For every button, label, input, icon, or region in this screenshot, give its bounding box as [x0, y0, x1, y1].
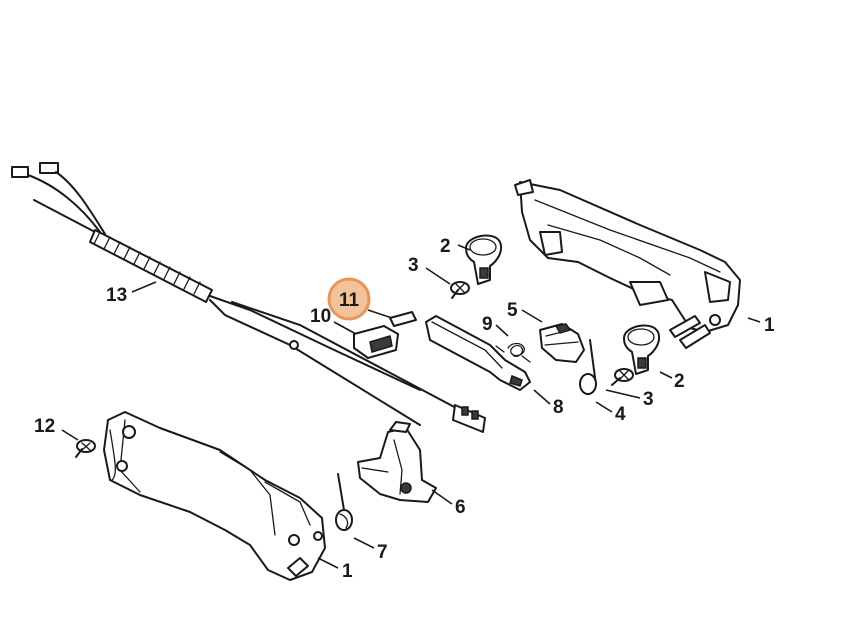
leader-6	[431, 489, 453, 505]
leader-12	[61, 429, 79, 441]
part-3-screw-lower	[611, 368, 634, 386]
callout-2-upper: 2	[440, 236, 451, 257]
leader-9	[495, 324, 509, 337]
callout-2-lower: 2	[674, 371, 685, 392]
harness-end-connector	[452, 404, 486, 433]
part-10-lockout-lever	[353, 325, 399, 359]
leader-2-upper	[457, 244, 471, 251]
part-4-spring-clip	[579, 339, 597, 395]
part-2-clamp-upper	[465, 234, 502, 285]
leader-3-lower	[605, 389, 641, 399]
callout-12: 12	[34, 416, 55, 437]
callout-4: 4	[615, 404, 626, 425]
callout-13: 13	[106, 285, 127, 306]
part-8-throttle-lever	[425, 315, 531, 391]
leader-7	[353, 537, 375, 549]
callout-1-upper: 1	[764, 315, 775, 336]
harness-connector-a	[11, 166, 29, 178]
callout-3-lower: 3	[643, 389, 654, 410]
callout-8: 8	[553, 397, 564, 418]
part-13-wiring-harness	[11, 162, 486, 433]
harness-spring-sleeve	[89, 229, 213, 303]
leader-1-lower	[317, 557, 339, 569]
leader-3-upper	[425, 267, 451, 285]
leader-11	[367, 309, 393, 319]
part-5-switch	[539, 323, 585, 363]
callout-labels: 1 1 2 2 3 3 4 5 6 7 8 9 10 12 13	[34, 236, 775, 582]
leader-5	[521, 309, 543, 323]
part-3-screw-upper	[450, 281, 470, 299]
leader-4	[595, 401, 613, 413]
part-7-spring	[335, 473, 353, 531]
leader-lines	[61, 244, 761, 569]
leader-8	[533, 389, 551, 405]
callout-7: 7	[377, 542, 388, 563]
highlight-badge-11[interactable]: 11	[327, 277, 371, 321]
callout-9: 9	[482, 314, 493, 335]
callout-6: 6	[455, 497, 466, 518]
callout-1-lower: 1	[342, 561, 353, 582]
part-11-leaf-spring	[389, 311, 417, 327]
part-6-bracket	[357, 421, 437, 503]
callout-10: 10	[310, 306, 331, 327]
highlight-badge-label: 11	[339, 290, 360, 311]
highlight-badge-circle	[327, 277, 371, 321]
leader-2-lower	[659, 371, 673, 379]
leader-10	[333, 321, 357, 335]
part-1-housing-upper	[514, 179, 741, 349]
callout-3-upper: 3	[408, 255, 419, 276]
part-9-torsion-spring	[495, 342, 531, 363]
part-12-screw	[75, 439, 96, 458]
callout-5: 5	[507, 300, 518, 321]
part-1-rear-handle	[103, 411, 326, 581]
leader-13	[131, 281, 157, 293]
leader-1-upper	[747, 317, 761, 323]
harness-connector-b	[39, 162, 59, 174]
part-2-clamp-lower	[623, 324, 660, 375]
